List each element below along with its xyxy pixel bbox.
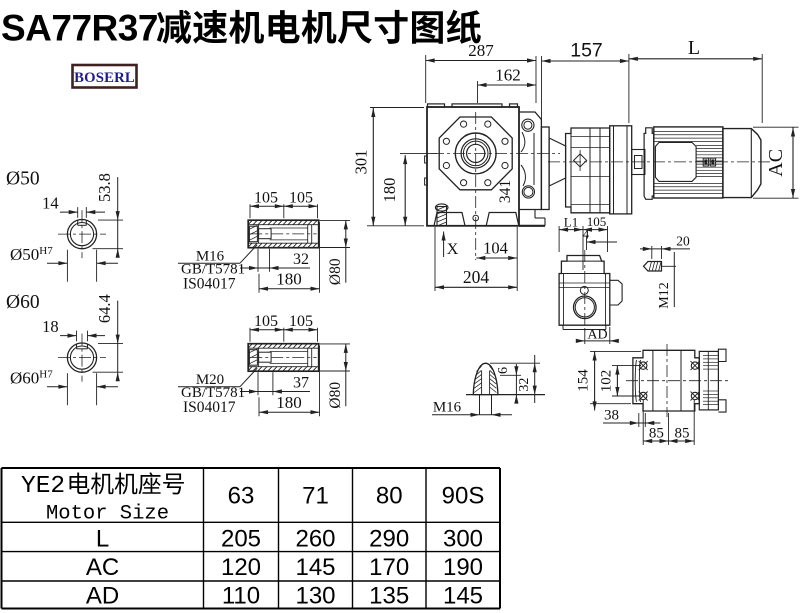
- svg-text:M12: M12: [657, 282, 672, 308]
- svg-text:105: 105: [254, 190, 278, 207]
- svg-text:85: 85: [649, 426, 664, 442]
- svg-text:37: 37: [293, 375, 309, 392]
- svg-text:85: 85: [675, 426, 690, 442]
- svg-text:M20: M20: [196, 372, 224, 388]
- svg-text:102: 102: [598, 370, 614, 393]
- svg-text:205: 205: [221, 525, 261, 552]
- svg-text:L: L: [96, 525, 109, 552]
- svg-text:105: 105: [587, 214, 607, 229]
- svg-text:M16: M16: [433, 400, 462, 416]
- svg-text:Motor Size: Motor Size: [46, 502, 169, 525]
- svg-text:SA77R37: SA77R37: [1, 8, 158, 49]
- svg-text:32: 32: [293, 251, 309, 268]
- svg-text:38: 38: [604, 408, 619, 424]
- svg-text:Ø60: Ø60: [6, 292, 40, 313]
- svg-text:190: 190: [443, 554, 483, 581]
- svg-text:IS04017: IS04017: [183, 399, 236, 416]
- svg-text:Ø80: Ø80: [327, 258, 344, 285]
- svg-text:301: 301: [352, 150, 371, 175]
- svg-text:204: 204: [463, 267, 490, 287]
- svg-text:GB/T5781: GB/T5781: [181, 385, 245, 401]
- svg-text:18: 18: [42, 317, 59, 336]
- svg-text:130: 130: [295, 582, 335, 609]
- svg-text:290: 290: [369, 525, 409, 552]
- svg-text:X: X: [447, 241, 459, 258]
- svg-text:287: 287: [468, 41, 494, 60]
- svg-text:341: 341: [497, 180, 514, 203]
- svg-text:145: 145: [443, 582, 483, 609]
- svg-text:IS04017: IS04017: [183, 276, 236, 293]
- svg-text:AC: AC: [765, 149, 787, 177]
- svg-text:135: 135: [369, 582, 409, 609]
- svg-text:6: 6: [496, 367, 511, 374]
- svg-text:64.4: 64.4: [95, 294, 114, 323]
- svg-text:Ø50: Ø50: [6, 169, 40, 190]
- svg-text:105: 105: [289, 313, 313, 330]
- svg-text:80: 80: [376, 482, 403, 509]
- svg-text:Ø80: Ø80: [327, 382, 344, 409]
- svg-text:4: 4: [583, 227, 590, 242]
- svg-text:GB/T5781: GB/T5781: [181, 261, 245, 277]
- svg-text:110: 110: [222, 582, 260, 609]
- svg-text:90S: 90S: [442, 482, 485, 509]
- svg-text:105: 105: [289, 190, 313, 207]
- svg-text:145: 145: [295, 554, 335, 581]
- svg-text:Ø60H7: Ø60H7: [10, 369, 53, 388]
- svg-text:63: 63: [228, 482, 255, 509]
- svg-text:AC: AC: [86, 554, 119, 581]
- svg-text:180: 180: [380, 178, 399, 203]
- svg-text:AD: AD: [86, 582, 119, 609]
- svg-text:AD: AD: [587, 328, 607, 343]
- svg-text:BOSERL: BOSERL: [74, 70, 135, 86]
- svg-text:YE2: YE2: [21, 473, 65, 500]
- svg-text:L1: L1: [564, 215, 578, 230]
- svg-text:170: 170: [369, 554, 409, 581]
- svg-text:14: 14: [42, 194, 59, 213]
- svg-text:120: 120: [221, 554, 261, 581]
- svg-text:180: 180: [276, 270, 302, 289]
- svg-text:180: 180: [276, 393, 302, 412]
- svg-text:162: 162: [495, 66, 521, 85]
- svg-text:20: 20: [676, 234, 690, 249]
- svg-text:M16: M16: [196, 249, 225, 265]
- svg-text:157: 157: [570, 40, 603, 62]
- svg-text:L: L: [688, 37, 700, 59]
- svg-text:32: 32: [517, 378, 532, 392]
- svg-text:300: 300: [443, 525, 483, 552]
- svg-text:53.8: 53.8: [95, 173, 114, 202]
- svg-text:105: 105: [254, 313, 278, 330]
- svg-text:154: 154: [576, 369, 592, 392]
- svg-text:104: 104: [483, 239, 508, 258]
- svg-text:71: 71: [302, 482, 329, 509]
- svg-text:Ø50H7: Ø50H7: [10, 245, 53, 264]
- svg-text:260: 260: [295, 525, 335, 552]
